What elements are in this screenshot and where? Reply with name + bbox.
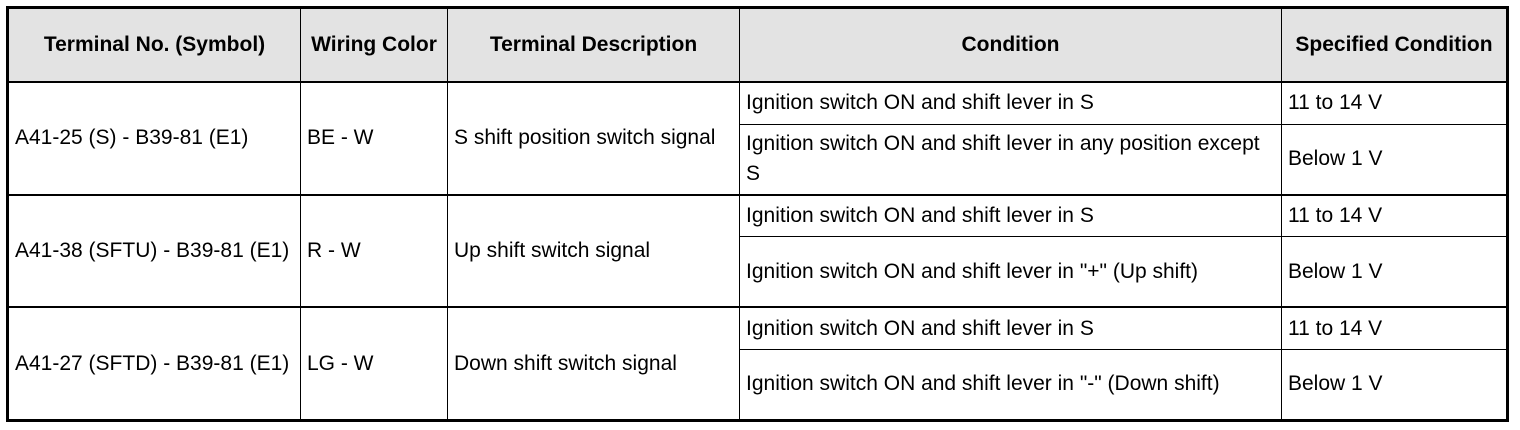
terminal-cell: A41-25 (S) - B39-81 (E1)	[7, 81, 301, 196]
specified-condition-cell: Below 1 V	[1281, 236, 1508, 308]
terminal-cell: A41-38 (SFTU) - B39-81 (E1)	[7, 193, 301, 308]
wiring-color-cell: BE - W	[300, 81, 448, 196]
wiring-color-cell: LG - W	[300, 306, 448, 422]
specified-condition-cell: 11 to 14 V	[1281, 80, 1508, 125]
header-terminal-no: Terminal No. (Symbol)	[7, 7, 301, 83]
table-row: A41-25 (S) - B39-81 (E1) BE - W S shift …	[7, 80, 1508, 196]
table-header: Terminal No. (Symbol) Wiring Color Termi…	[7, 7, 1508, 83]
condition-cell: Ignition switch ON and shift lever in "-…	[739, 348, 1282, 422]
condition-cell: Ignition switch ON and shift lever in an…	[739, 123, 1282, 196]
table-body: A41-25 (S) - B39-81 (E1) BE - W S shift …	[7, 80, 1508, 422]
header-condition: Condition	[739, 7, 1282, 83]
table-row: Ignition switch ON and shift lever in an…	[8, 123, 1508, 196]
condition-cell: Ignition switch ON and shift lever in S	[739, 193, 1282, 238]
table-row: Ignition switch ON and shift lever in "+…	[8, 236, 1508, 308]
terminal-spec-table: Terminal No. (Symbol) Wiring Color Termi…	[6, 6, 1509, 422]
terminal-cell: A41-27 (SFTD) - B39-81 (E1)	[7, 306, 301, 422]
condition-cell: Ignition switch ON and shift lever in S	[739, 306, 1282, 350]
condition-cell: Ignition switch ON and shift lever in "+…	[739, 236, 1282, 308]
wiring-color-cell: R - W	[300, 193, 448, 308]
specified-condition-cell: Below 1 V	[1281, 123, 1508, 196]
specified-condition-cell: 11 to 14 V	[1281, 193, 1508, 238]
table-row: Ignition switch ON and shift lever in "-…	[8, 348, 1508, 422]
condition-cell: Ignition switch ON and shift lever in S	[739, 80, 1282, 125]
description-cell: Down shift switch signal	[447, 306, 740, 422]
header-specified-condition: Specified Condition	[1281, 7, 1508, 83]
table-row: A41-38 (SFTU) - B39-81 (E1) R - W Up shi…	[7, 193, 1508, 308]
header-row: Terminal No. (Symbol) Wiring Color Termi…	[7, 7, 1508, 83]
header-terminal-description: Terminal Description	[447, 7, 740, 83]
specified-condition-cell: 11 to 14 V	[1281, 306, 1508, 350]
description-cell: S shift position switch signal	[447, 81, 740, 196]
specified-condition-cell: Below 1 V	[1281, 348, 1508, 422]
description-cell: Up shift switch signal	[447, 193, 740, 308]
table-row: A41-27 (SFTD) - B39-81 (E1) LG - W Down …	[7, 306, 1508, 422]
header-wiring-color: Wiring Color	[300, 7, 448, 83]
